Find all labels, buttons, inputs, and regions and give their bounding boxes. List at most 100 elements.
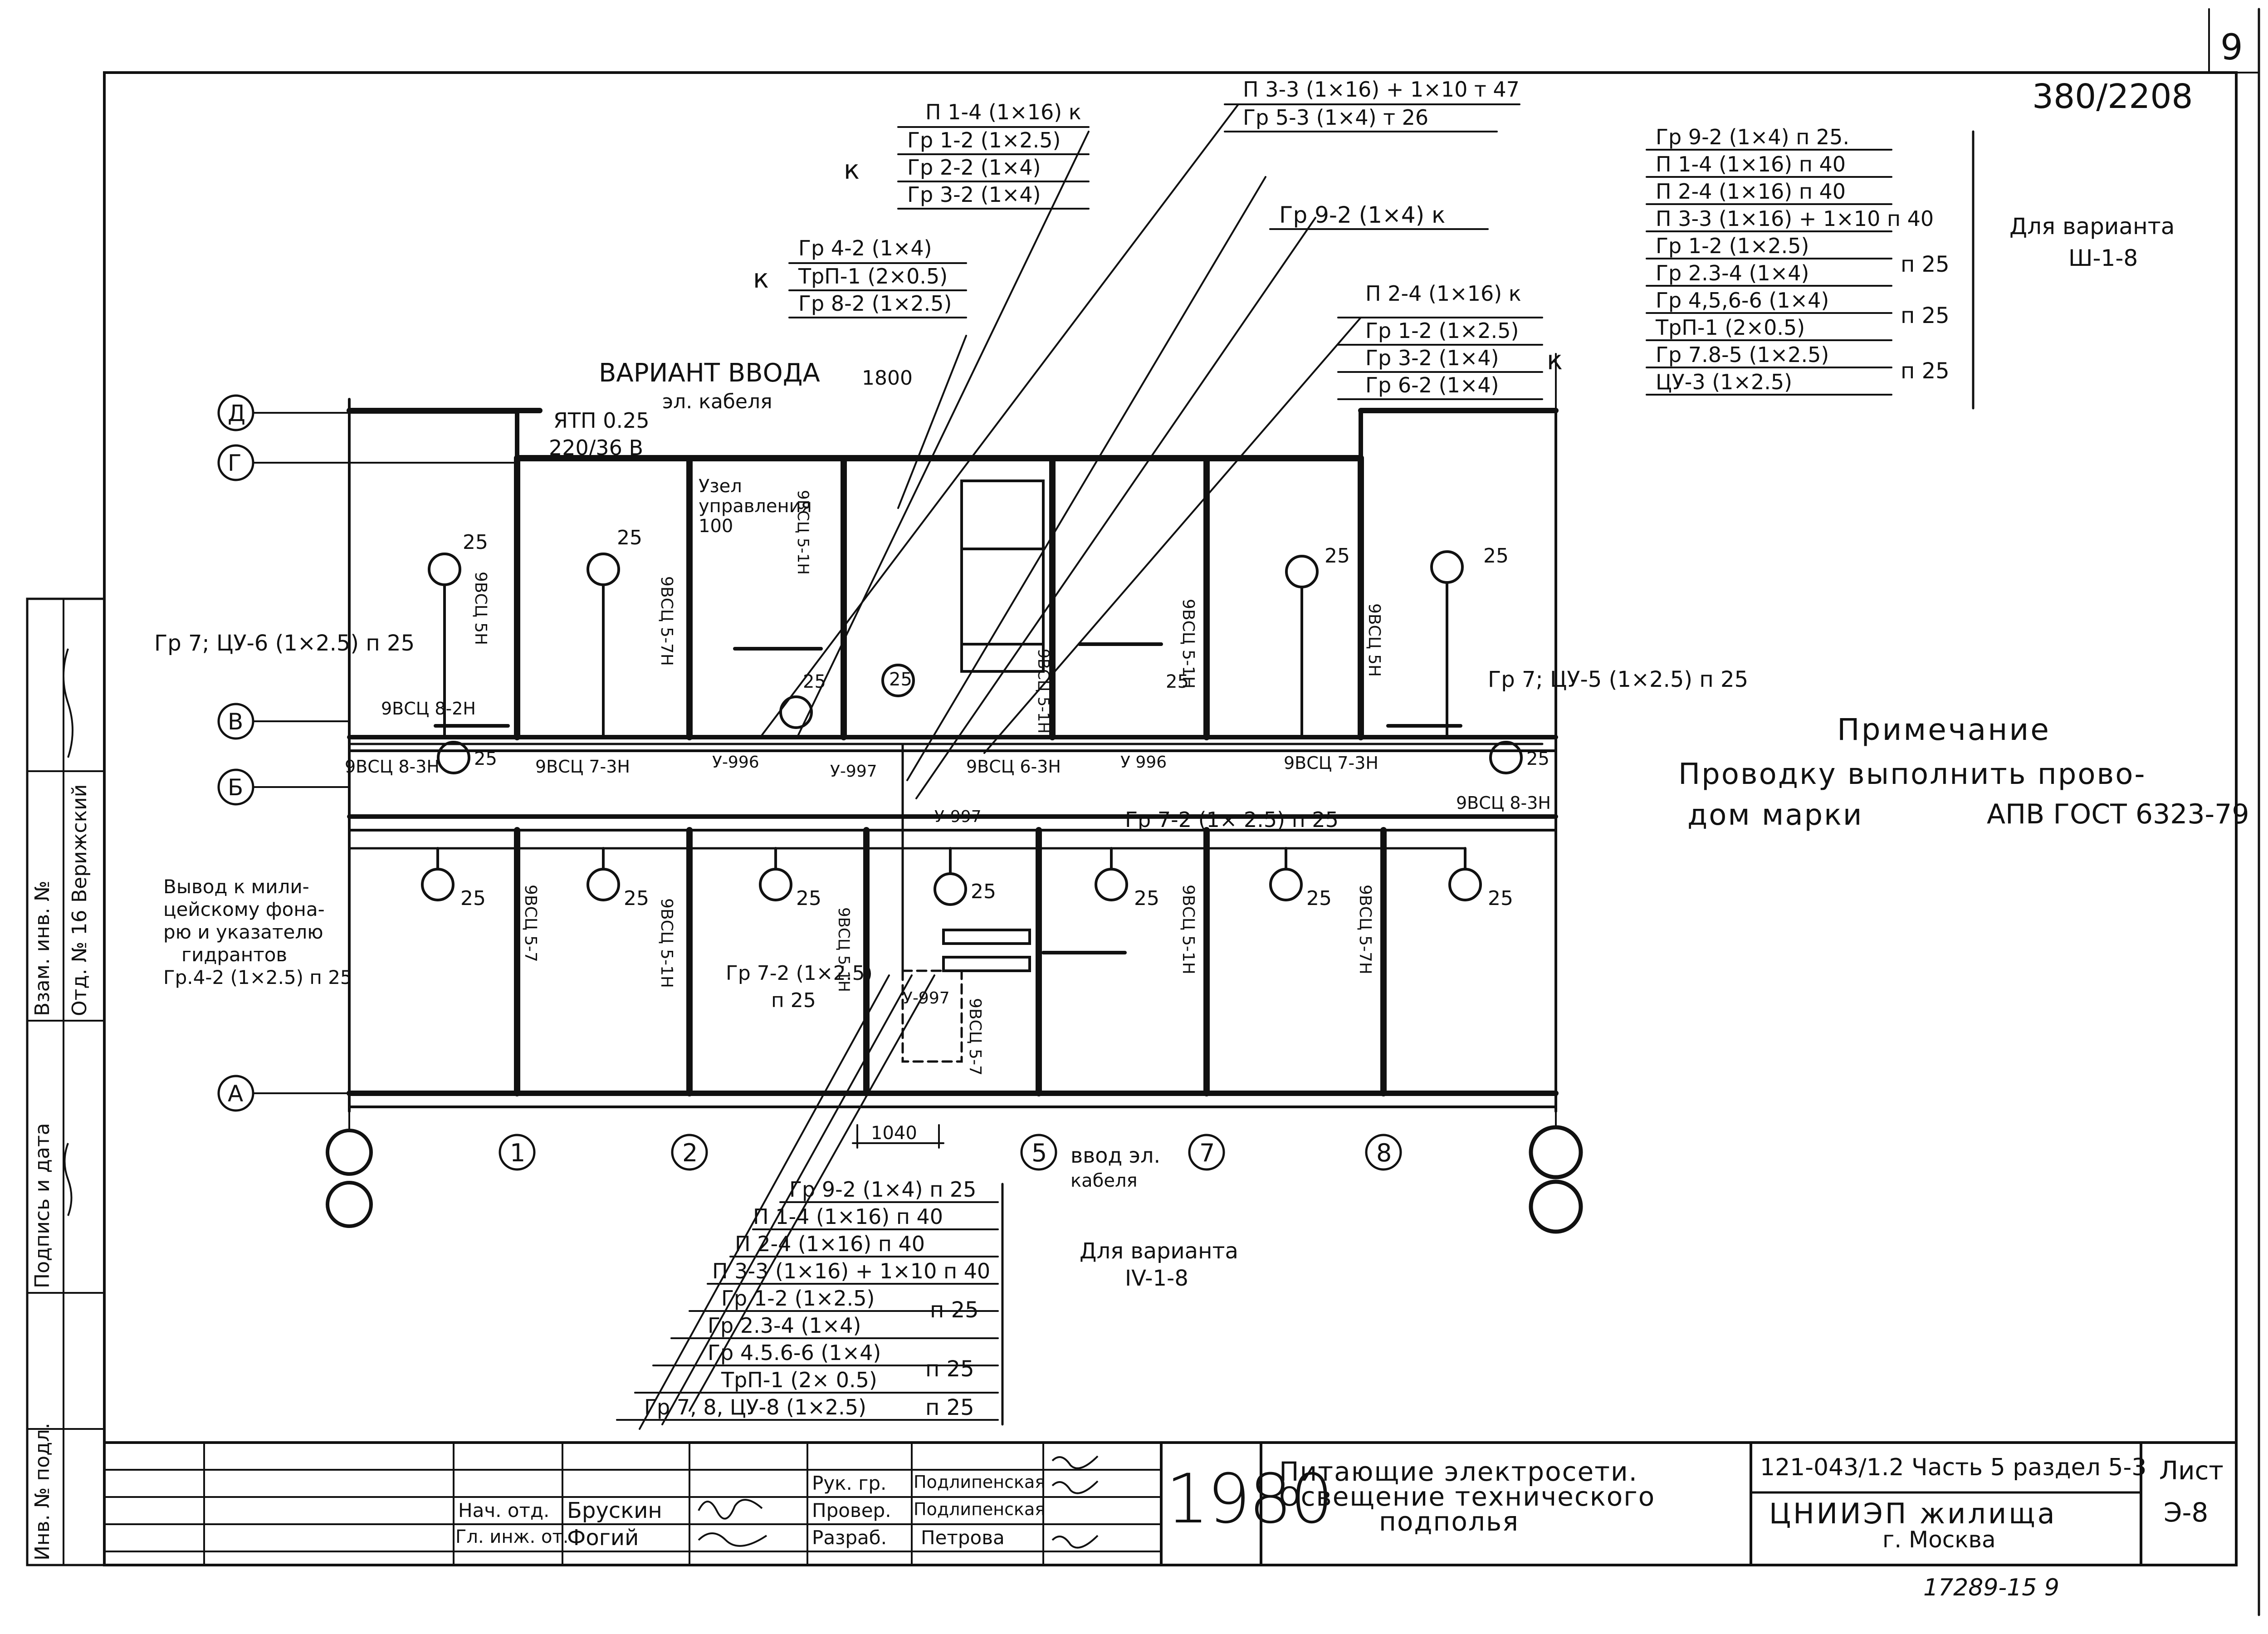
axis-label-8: 8: [1376, 1139, 1392, 1167]
cable-e-3: Гр 6-2 (1×4): [1365, 373, 1499, 397]
wire-h-4: 9ВСЦ 7-3Н: [1284, 753, 1378, 773]
axis-label-1: 1: [510, 1139, 526, 1167]
variant4-row-8: Гр 7, 8, ЦУ-8 (1×2.5): [644, 1395, 866, 1419]
variant3-row-0: Гр 9-2 (1×4) п 25.: [1656, 125, 1850, 149]
variant4-row-7: ТрП-1 (2× 0.5): [721, 1368, 877, 1392]
wire-v-1: 9ВСЦ 5-7Н: [657, 576, 676, 666]
note-line2b: АПВ ГОСТ 6323-79: [1987, 798, 2249, 830]
cable-d: Гр 9-2 (1×4) к: [1279, 202, 1446, 228]
box-label-1: У-997: [830, 762, 877, 781]
variant4-bracket-0: п 25: [930, 1297, 979, 1323]
side-strip-1: Подпись и дата: [31, 1123, 54, 1288]
side-strip-4: Верижский: [68, 784, 91, 903]
lamp-power: 25: [460, 887, 486, 910]
cable-c-0: П 3-3 (1×16) + 1×10 т 47: [1243, 77, 1520, 102]
variant3-row-9: ЦУ-3 (1×2.5): [1656, 370, 1793, 394]
cable-b-2: Гр 8-2 (1×2.5): [798, 291, 952, 316]
side-strip-2: Взам. инв. №: [31, 881, 54, 1016]
lamp-power: 25: [971, 880, 996, 903]
wire-v-6: 9ВСЦ 5-7: [521, 885, 540, 962]
note-line2: дом марки: [1687, 798, 1863, 832]
control-unit-number: 100: [699, 516, 733, 537]
variant3-row-8: Гр 7.8-5 (1×2.5): [1656, 342, 1829, 367]
entry-cable-1: кабеля: [1070, 1170, 1138, 1191]
side-strip-3: Отд. № 16: [68, 910, 91, 1016]
cable-b-0: Гр 4-2 (1×4): [798, 236, 932, 260]
box-label-0: У-996: [712, 753, 759, 772]
lamp-power: 25: [463, 531, 488, 554]
cable-e-1: Гр 1-2 (1×2.5): [1365, 318, 1519, 343]
role-gl-inzh: Гл. инж. от.: [455, 1526, 569, 1547]
variant4-row-4: Гр 1-2 (1×2.5): [721, 1286, 875, 1311]
wire-h-5: 9ВСЦ 8-3Н: [1456, 793, 1551, 813]
variant3-row-7: ТрП-1 (2×0.5): [1656, 315, 1805, 340]
side-strip-0: Инв. № подл.: [31, 1423, 54, 1561]
variant4-row-0: Гр 9-2 (1×4) п 25: [789, 1177, 977, 1202]
name-fogiy: Фогий: [567, 1525, 639, 1551]
wire-v-10: 9ВСЦ 5-1Н: [1179, 885, 1198, 974]
variant3-row-5: Гр 2.3-4 (1×4): [1656, 261, 1809, 285]
corner-sheet-number: 9: [2220, 27, 2243, 68]
name-petrova: Петрова: [921, 1526, 1005, 1549]
output-note-4: Гр.4-2 (1×2.5) п 25: [163, 966, 352, 988]
lamp-power: 25: [1166, 671, 1189, 692]
sheet-number: Э-8: [2164, 1497, 2209, 1528]
cable-a-1: Гр 1-2 (1×2.5): [907, 128, 1061, 152]
org-name: ЦНИИЭП жилища: [1769, 1497, 2057, 1530]
cable-e-0: П 2-4 (1×16) к: [1365, 281, 1521, 306]
org-city: г. Москва: [1882, 1526, 1996, 1553]
dim-1040: 1040: [871, 1123, 917, 1144]
variant4-code: IV-1-8: [1125, 1266, 1188, 1291]
variant4-row-5: Гр 2.3-4 (1×4): [708, 1313, 861, 1338]
control-unit-text: Узел управления: [699, 476, 812, 517]
lamp-power: 25: [474, 749, 497, 769]
wire-v-0: 9ВСЦ 5Н: [471, 572, 490, 646]
entry-cable-0: ввод эл.: [1070, 1143, 1161, 1168]
axis-label-g: Г: [228, 450, 242, 476]
variant4-row-2: П 2-4 (1×16) п 40: [735, 1232, 925, 1256]
group-k-label-a: к: [844, 154, 860, 185]
cable-a-2: Гр 2-2 (1×4): [907, 155, 1041, 180]
group-k-label-b: к: [753, 263, 769, 294]
wire-v-7: 9ВСЦ 5-1Н: [657, 898, 676, 988]
corner-code: 380/2208: [2032, 77, 2193, 116]
wire-v-8: 9ВСЦ 5-7: [966, 998, 984, 1076]
dim-1800: 1800: [862, 367, 913, 390]
axis-label-d: Д: [228, 400, 246, 426]
variant4-row-3: П 3-3 (1×16) + 1×10 п 40: [712, 1259, 991, 1283]
lamp-power: 25: [796, 887, 821, 910]
cable-e-2: Гр 3-2 (1×4): [1365, 346, 1499, 370]
label-gr7-2-left: Гр 7-2 (1×2.5): [726, 962, 873, 985]
lamp-power: 25: [1526, 749, 1549, 769]
variant3-row-1: П 1-4 (1×16) п 40: [1656, 152, 1846, 176]
box-label-3: У-997: [934, 807, 982, 826]
box-label-2: У 996: [1120, 753, 1167, 772]
wire-v-5: 9ВСЦ 5Н: [1365, 603, 1383, 677]
side-strip-box: [26, 597, 106, 1566]
variant4-bracket-1: п 25: [925, 1356, 974, 1382]
title-line2: Освещение технического: [1279, 1481, 1656, 1512]
note-title: Примечание: [1837, 712, 2051, 747]
variant3-bracket-1: п 25: [1901, 303, 1950, 328]
cable-a-3: Гр 3-2 (1×4): [907, 182, 1041, 207]
output-note-3: гидрантов: [181, 944, 288, 966]
variant3-row-2: П 2-4 (1×16) п 40: [1656, 179, 1846, 204]
name-podlipenskaya-2: Подлипенская: [914, 1499, 1046, 1519]
variant3-row-4: Гр 1-2 (1×2.5): [1656, 234, 1809, 258]
axis-label-a: А: [228, 1081, 244, 1107]
cable-c-1: Гр 5-3 (1×4) т 26: [1243, 105, 1429, 130]
name-bruskin: Брускин: [567, 1498, 662, 1523]
variant3-bracket-2: п 25: [1901, 358, 1950, 384]
name-podlipenskaya-1: Подлипенская: [914, 1472, 1046, 1492]
lamp-power: 25: [1134, 887, 1159, 910]
variant3-title: Для варианта: [2009, 213, 2175, 240]
control-unit-label: Узел управления 100: [699, 476, 812, 537]
variant4-row-1: П 1-4 (1×16) п 40: [753, 1204, 943, 1229]
group-k-label-e: к: [1547, 345, 1563, 376]
variant3-code: Ш-1-8: [2068, 245, 2138, 271]
ytp-label: ЯТП 0.25: [553, 408, 650, 433]
sheet-label: Лист: [2159, 1456, 2224, 1486]
wire-h-0: 9ВСЦ 8-2Н: [381, 699, 476, 719]
variant3-bracket-0: п 25: [1901, 252, 1950, 277]
